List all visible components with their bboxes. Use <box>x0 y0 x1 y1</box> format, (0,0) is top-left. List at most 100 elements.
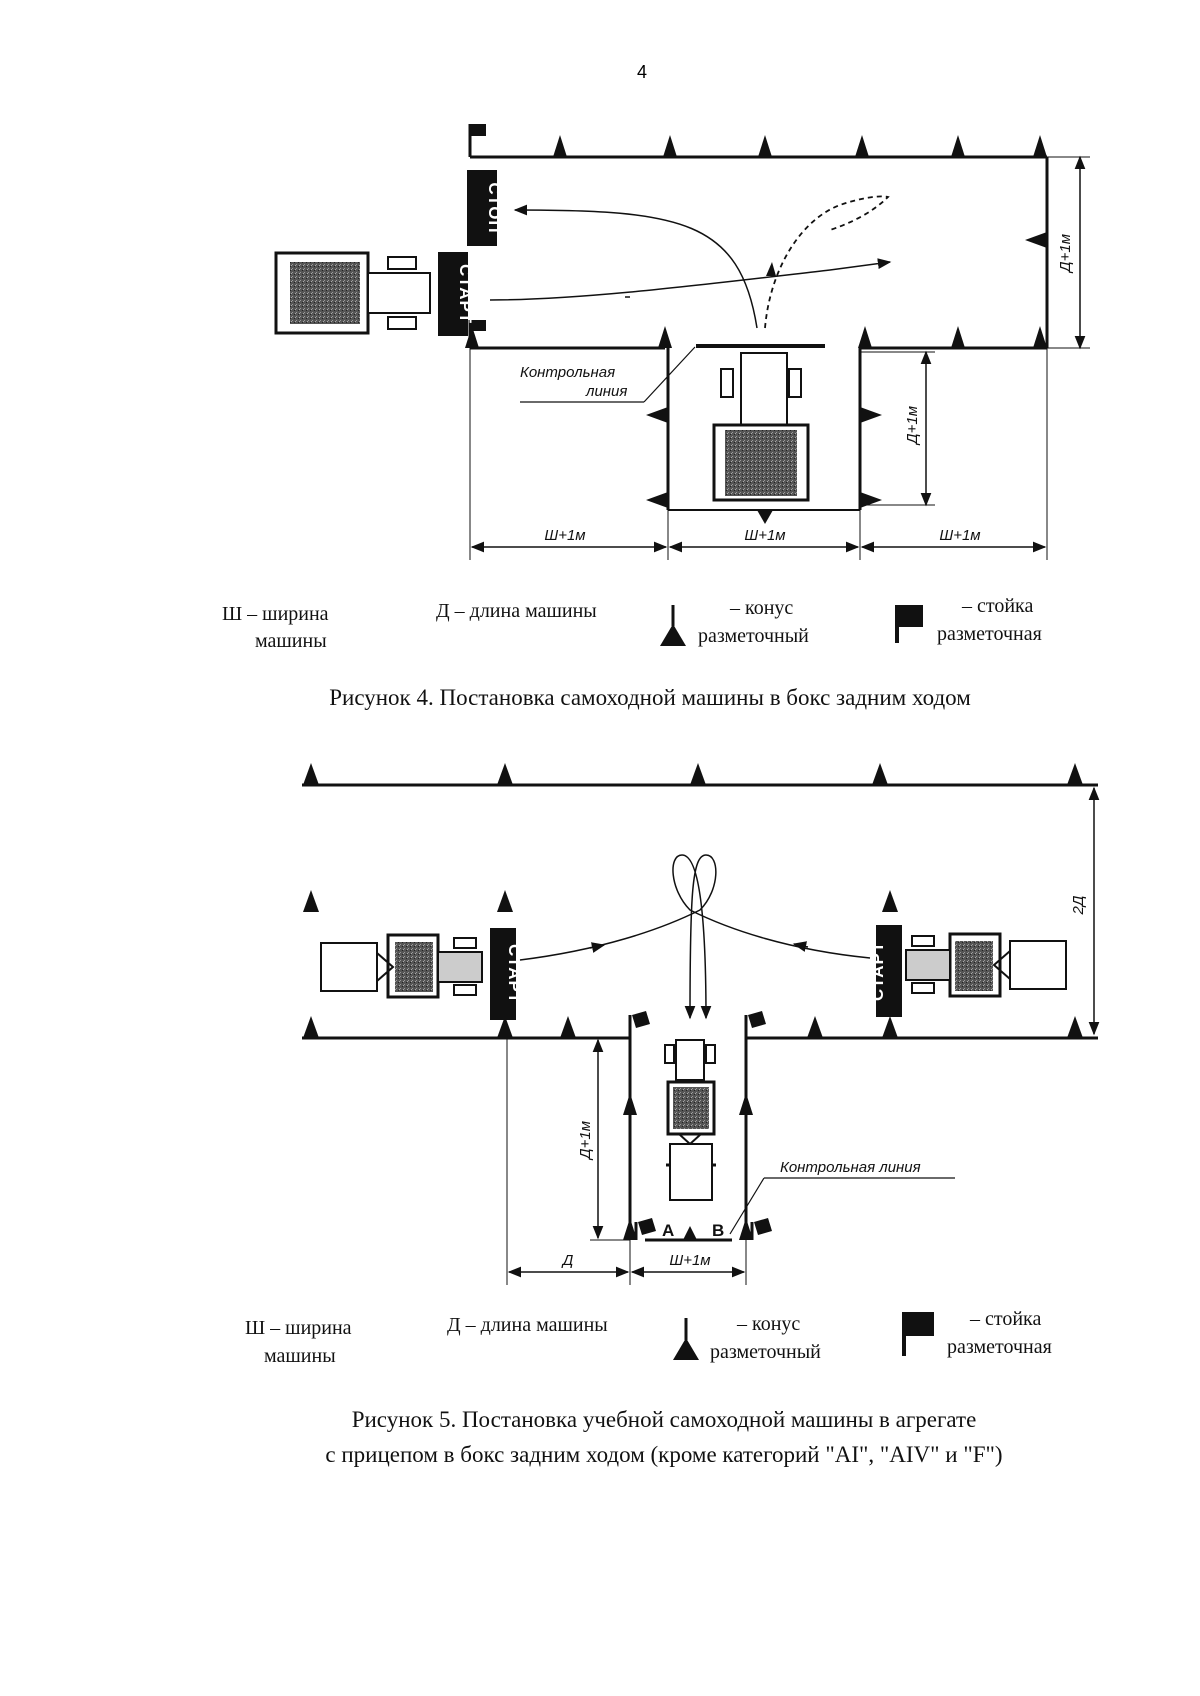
cone-icon <box>623 1093 637 1115</box>
path-from-right <box>672 854 871 1020</box>
dashed-arrowhead <box>766 262 776 276</box>
post-flag <box>750 1218 772 1240</box>
legend-length: Д – длина машины <box>447 1314 608 1336</box>
start-sign <box>438 252 468 336</box>
tractor-trailer-left <box>320 933 483 999</box>
figure-5-caption-line-2: с прицепом в бокс задним ходом (кроме ка… <box>325 1442 1002 1467</box>
cone-icon <box>951 326 965 348</box>
cone-icon <box>303 1016 319 1038</box>
cone-icon <box>303 763 319 785</box>
legend-post-1: – стойка <box>969 1308 1041 1330</box>
dim-width-mid-label: Ш+1м <box>744 527 785 544</box>
cone-icon <box>860 407 882 423</box>
control-line-label-1: Контрольная <box>520 364 615 381</box>
path-from-left <box>519 854 717 1020</box>
cone-icon <box>951 135 965 157</box>
control-line-label: Контрольная линия <box>780 1159 921 1176</box>
cone-icon <box>623 1218 637 1240</box>
cone-icon <box>683 1226 697 1240</box>
legend-post-2: разметочная <box>937 623 1042 645</box>
cone-icon <box>497 763 513 785</box>
cone-icon <box>858 326 872 348</box>
post-flag <box>634 1218 656 1240</box>
control-line-leader-d <box>643 346 696 403</box>
cone-icon <box>690 763 706 785</box>
start-sign-label: СТАРТ <box>456 264 475 324</box>
legend-cone-2: разметочный <box>698 625 809 647</box>
cone-icon <box>739 1093 753 1115</box>
point-a-label: А <box>662 1221 674 1240</box>
cone-icon <box>758 135 772 157</box>
cone-icon <box>1033 135 1047 157</box>
cone-icon <box>860 492 882 508</box>
legend-cone-1: – конус <box>729 597 793 619</box>
legend-cone-icon <box>673 1318 699 1360</box>
control-line-leader-d <box>729 1177 765 1235</box>
legend-cone-1: – конус <box>736 1313 800 1335</box>
cone-icon <box>1067 1016 1083 1038</box>
post-flag <box>744 1011 766 1038</box>
legend-post-icon <box>895 605 923 643</box>
figure-4-caption: Рисунок 4. Постановка самоходной машины … <box>329 685 971 710</box>
cone-icon <box>497 890 513 912</box>
legend-width-1: Ш – ширина <box>245 1317 352 1339</box>
post-flag-top <box>468 124 486 157</box>
cone-icon <box>658 326 672 348</box>
tractor-box <box>712 352 810 502</box>
cone-icon <box>757 510 773 524</box>
post-flag <box>628 1011 650 1038</box>
cone-icon <box>739 1218 753 1240</box>
path-forward-arrow <box>489 258 892 301</box>
point-b-label: В <box>712 1221 724 1240</box>
figure-4: СТОП СТАРТ Контрольная линия <box>222 124 1090 710</box>
stop-sign <box>467 170 497 246</box>
path-reverse-arrow <box>513 204 758 329</box>
cone-icon <box>882 1016 898 1038</box>
cone-icon <box>303 890 319 912</box>
cones-fig5 <box>303 763 1083 1240</box>
cone-icon <box>497 1016 513 1038</box>
cone-icon <box>872 763 888 785</box>
cones-top <box>465 135 1047 524</box>
arrow-right-mid <box>792 941 809 952</box>
cone-icon <box>807 1016 823 1038</box>
cone-icon <box>1067 763 1083 785</box>
dim-length-right-label: Д+1м <box>1057 234 1074 274</box>
dim-length-box-label: Д+1м <box>904 406 921 446</box>
legend-post-1: – стойка <box>961 595 1033 617</box>
dim-d-label: Д <box>561 1252 574 1269</box>
dim-2d-label: 2Д <box>1070 895 1087 915</box>
stop-sign-label: СТОП <box>485 182 504 233</box>
cone-icon <box>560 1016 576 1038</box>
start-sign-left-label: СТАРТ <box>505 944 524 1004</box>
legend-length: Д – длина машины <box>436 600 597 622</box>
legend-cone-icon <box>660 605 686 646</box>
start-sign-right-label: СТАРТ <box>868 941 887 1001</box>
tractor-trailer-box <box>664 1039 716 1201</box>
post-flag-bottom <box>468 320 486 348</box>
start-sign-right <box>876 925 902 1017</box>
dim-length-box-label: Д+1м <box>577 1121 594 1161</box>
tractor-trailer-right <box>905 932 1067 998</box>
cone-icon <box>553 135 567 157</box>
cone-icon <box>882 890 898 912</box>
legend-post-2: разметочная <box>947 1336 1052 1358</box>
dim-width-box-label: Ш+1м <box>669 1252 710 1269</box>
legend-width-1: Ш – ширина <box>222 603 329 625</box>
legend-cone-2: разметочный <box>710 1341 821 1363</box>
cone-icon <box>855 135 869 157</box>
figure-5: СТАРТ СТАРТ <box>245 763 1100 1467</box>
cone-icon <box>646 407 668 423</box>
tractor-start <box>274 251 431 335</box>
start-sign-left <box>490 928 516 1020</box>
figure-5-caption-line-1: Рисунок 5. Постановка учебной самоходной… <box>352 1407 977 1432</box>
cone-icon <box>663 135 677 157</box>
arrow-left-mid <box>589 942 606 953</box>
dim-width-right-label: Ш+1м <box>939 527 980 544</box>
control-line-label-2: линия <box>585 383 627 400</box>
legend-width-2: машины <box>255 630 327 652</box>
cone-icon <box>1025 232 1047 248</box>
legend-width-2: машины <box>264 1345 336 1367</box>
cone-icon <box>1033 326 1047 348</box>
